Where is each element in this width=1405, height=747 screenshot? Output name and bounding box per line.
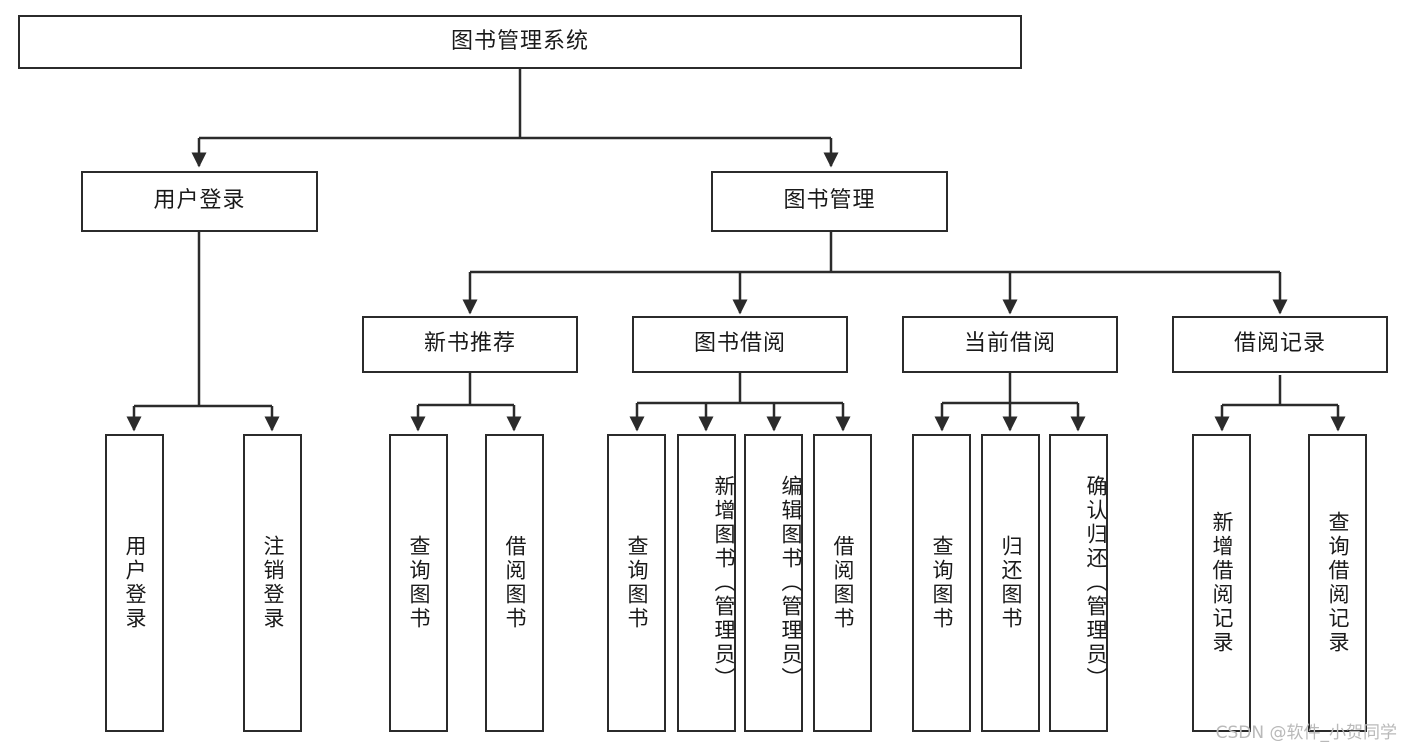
node-leaf-user-login[interactable]: 用户登录 xyxy=(105,434,164,732)
node-leaf-add-record-label: 新增借阅记录 xyxy=(1210,511,1234,655)
node-leaf-logout[interactable]: 注销登录 xyxy=(243,434,302,732)
node-leaf-add-book[interactable]: 新增图书（管理员） xyxy=(677,434,736,732)
watermark: CSDN @软件_小贺同学 xyxy=(1215,723,1397,743)
node-book-manage-label: 图书管理 xyxy=(783,188,876,214)
node-leaf-query-book-3-label: 查询图书 xyxy=(930,535,954,631)
node-leaf-logout-label: 注销登录 xyxy=(261,535,285,631)
node-leaf-user-login-label: 用户登录 xyxy=(123,535,147,631)
node-leaf-add-record[interactable]: 新增借阅记录 xyxy=(1192,434,1251,732)
node-leaf-query-record-label: 查询借阅记录 xyxy=(1326,511,1350,655)
node-leaf-edit-book-label: 编辑图书（管理员） xyxy=(779,475,803,691)
node-leaf-borrow-book-1[interactable]: 借阅图书 xyxy=(485,434,544,732)
node-leaf-borrow-book-1-label: 借阅图书 xyxy=(503,535,527,631)
node-book-manage[interactable]: 图书管理 xyxy=(711,171,948,232)
node-new-book-rec-label: 新书推荐 xyxy=(423,331,516,357)
node-leaf-query-book-1[interactable]: 查询图书 xyxy=(389,434,448,732)
node-leaf-edit-book[interactable]: 编辑图书（管理员） xyxy=(744,434,803,732)
node-borrow-record-label: 借阅记录 xyxy=(1233,331,1326,357)
node-leaf-query-book-1-label: 查询图书 xyxy=(407,535,431,631)
node-root-label: 图书管理系统 xyxy=(450,28,589,54)
node-root[interactable]: 图书管理系统 xyxy=(18,15,1022,69)
node-leaf-query-book-2-label: 查询图书 xyxy=(625,535,649,631)
node-book-borrow[interactable]: 图书借阅 xyxy=(632,316,848,373)
node-current-borrow-label: 当前借阅 xyxy=(963,331,1056,357)
node-leaf-borrow-book-2-label: 借阅图书 xyxy=(831,535,855,631)
node-leaf-add-book-label: 新增图书（管理员） xyxy=(712,475,736,691)
node-leaf-return-book[interactable]: 归还图书 xyxy=(981,434,1040,732)
node-leaf-borrow-book-2[interactable]: 借阅图书 xyxy=(813,434,872,732)
node-leaf-confirm-return[interactable]: 确认归还（管理员） xyxy=(1049,434,1108,732)
node-leaf-confirm-return-label: 确认归还（管理员） xyxy=(1084,475,1108,691)
node-book-borrow-label: 图书借阅 xyxy=(693,331,786,357)
node-user-login[interactable]: 用户登录 xyxy=(81,171,318,232)
node-leaf-query-book-2[interactable]: 查询图书 xyxy=(607,434,666,732)
node-leaf-return-book-label: 归还图书 xyxy=(999,535,1023,631)
node-current-borrow[interactable]: 当前借阅 xyxy=(902,316,1118,373)
node-user-login-label: 用户登录 xyxy=(153,188,246,214)
node-leaf-query-book-3[interactable]: 查询图书 xyxy=(912,434,971,732)
node-leaf-query-record[interactable]: 查询借阅记录 xyxy=(1308,434,1367,732)
node-borrow-record[interactable]: 借阅记录 xyxy=(1172,316,1388,373)
node-new-book-rec[interactable]: 新书推荐 xyxy=(362,316,578,373)
